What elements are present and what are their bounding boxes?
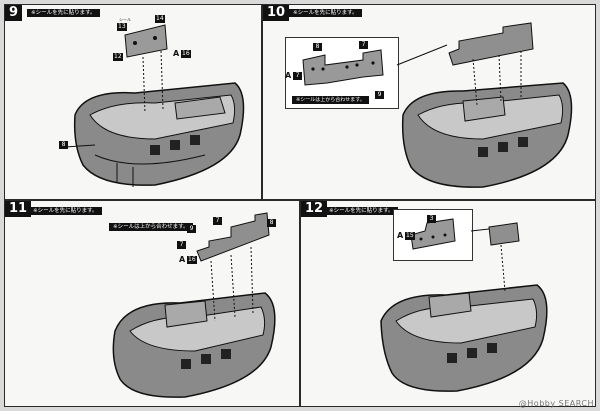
sticker-label: 9 — [375, 91, 384, 99]
part-letter: A — [173, 49, 180, 58]
step-number: 11 — [5, 201, 32, 217]
inset-note: ※シールは上から合わせます。 — [292, 96, 369, 104]
step-number: 9 — [5, 5, 23, 21]
sticker-label: 14 — [155, 15, 165, 23]
step-note: ※シールを先に貼ります。 — [27, 9, 100, 17]
step-number: 12 — [301, 201, 328, 217]
part-number: 16 — [187, 256, 197, 264]
sticker-label: 8 — [313, 43, 322, 51]
step-number: 10 — [263, 5, 290, 21]
ship-hull-illustration — [302, 22, 573, 188]
part-number: 7 — [293, 72, 302, 80]
part-letter: A — [179, 255, 186, 264]
sticker-label: 8 — [267, 219, 276, 227]
step-note: ※シールを先に貼ります。 — [325, 207, 398, 215]
sticker-label: 12 — [113, 53, 123, 61]
step-note: ※シールを先に貼ります。 — [289, 9, 362, 17]
inset-note: ※シールは上から合わせます。 — [109, 223, 193, 231]
ship-hull-illustration — [380, 218, 548, 392]
part-number: 15 — [405, 232, 415, 240]
sticker-label: 7 — [213, 217, 222, 225]
step-panel-11: 11 ※シールを先に貼ります。 ※シールは上から合わせます。 9 7 8 7 A… — [4, 200, 300, 407]
watermark-text: @Hobby SEARCH — [518, 399, 594, 408]
ship-hull-illustration — [64, 24, 245, 187]
step-note: ※シールを先に貼ります。 — [29, 207, 102, 215]
step-panel-9: 9 ※シールを先に貼ります。 13 14 12 A 16 8 シール — [4, 4, 262, 200]
part-number: 16 — [181, 50, 191, 58]
part-letter: A — [285, 71, 292, 80]
sticker-label: 3 — [427, 215, 436, 223]
sticker-label: 13 — [117, 23, 127, 31]
sticker-label: 7 — [359, 41, 368, 49]
step-panel-12: 12 ※シールを先に貼ります。 3 A 15 — [300, 200, 596, 407]
step-panel-10: 10 ※シールを先に貼ります。 ※シールは上から合わせます。 8 7 9 A 7 — [262, 4, 596, 200]
part-number: 8 — [59, 141, 68, 149]
sticker-tag: シール — [119, 17, 131, 22]
sticker-label: 9 — [187, 225, 196, 233]
ship-hull-illustration — [112, 212, 276, 398]
sticker-label: 7 — [177, 241, 186, 249]
part-letter: A — [397, 231, 404, 240]
